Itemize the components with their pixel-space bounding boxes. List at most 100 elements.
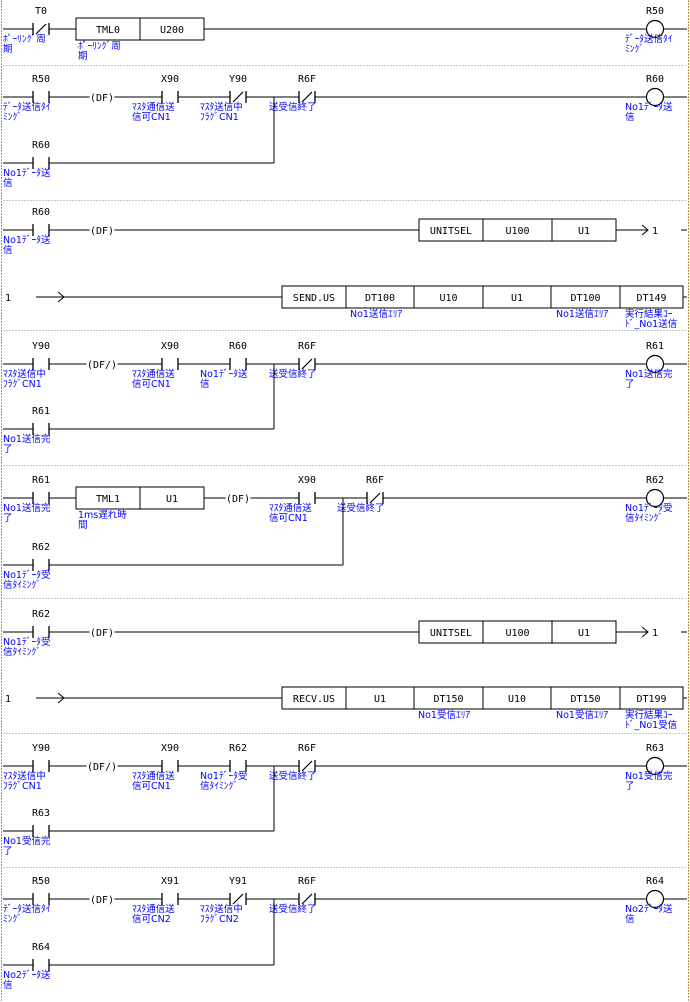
device-comment: No1受信ｴﾘｱ xyxy=(418,709,470,721)
device-label: X90 xyxy=(161,74,179,85)
device-comment: No1送信完 xyxy=(3,433,51,445)
device-comment: No1送信ｴﾘｱ xyxy=(556,308,608,320)
instruction-operand: U1 xyxy=(578,628,590,639)
device-label: R62 xyxy=(229,743,247,754)
device-comment: ﾏｽﾀ送信中 xyxy=(200,101,243,113)
differential-instruction[interactable]: (DF) xyxy=(88,625,116,639)
device-comment: ﾏｽﾀ送信中 xyxy=(3,368,46,380)
instruction-operand: U1 xyxy=(511,293,523,304)
device-comment: ﾎﾟｰﾘﾝｸﾞ周 xyxy=(78,41,121,52)
device-comment: ﾏｽﾀ送信中 xyxy=(3,770,46,782)
device-comment: No1送信ｴﾘｱ xyxy=(350,308,402,320)
device-comment: ﾌﾗｸﾞCN1 xyxy=(200,112,239,123)
device-label: X90 xyxy=(161,743,179,754)
differential-instruction[interactable]: (DF) xyxy=(88,90,116,104)
jump-in-label: 1 xyxy=(5,293,11,304)
instruction-operand: SEND.US xyxy=(293,293,335,304)
differential-instruction[interactable]: (DF) xyxy=(224,491,252,505)
device-label: R6F xyxy=(298,341,316,352)
device-label: R6F xyxy=(298,743,316,754)
device-label: R6F xyxy=(366,475,384,486)
device-comment: 実行結果ｺｰ xyxy=(625,709,673,721)
differential-instruction[interactable]: (DF) xyxy=(88,223,116,237)
device-comment: 信 xyxy=(625,913,635,925)
device-label: R64 xyxy=(646,876,664,887)
df-label: (DF/) xyxy=(87,360,117,371)
device-comment: ﾃﾞｰﾀ送信ﾀｲ xyxy=(625,33,673,45)
device-label: R50 xyxy=(32,876,50,887)
device-comment: ﾌﾗｸﾞCN1 xyxy=(3,781,42,792)
df-background xyxy=(88,625,116,639)
differential-instruction[interactable]: (DF) xyxy=(88,892,116,906)
device-comment: 了 xyxy=(3,513,13,524)
device-comment: ﾐﾝｸﾞ xyxy=(3,112,22,123)
device-comment: No1送信完 xyxy=(625,368,673,380)
device-comment: No1ﾃﾞｰﾀ受 xyxy=(625,502,672,514)
jump-output: 1 xyxy=(616,224,658,237)
device-comment: 信可CN1 xyxy=(269,512,308,524)
device-comment: ﾌﾗｸﾞCN1 xyxy=(3,379,42,390)
differential-instruction[interactable]: (DF/) xyxy=(85,357,119,371)
nc-contact[interactable]: R6F 送受信終了 xyxy=(269,743,317,782)
contact-slash-icon xyxy=(301,91,313,103)
device-comment: ﾎﾟｰﾘﾝｸﾞ周 xyxy=(3,34,46,45)
device-comment: No1ﾃﾞｰﾀ送 xyxy=(3,167,51,179)
device-comment: 信 xyxy=(3,177,13,189)
rung: R50ﾃﾞｰﾀ送信ﾀｲﾐﾝｸﾞ(DF)X90ﾏｽﾀ通信送信可CN1Y90ﾏｽﾀ送… xyxy=(3,65,687,189)
device-comment: 送受信終了 xyxy=(269,770,317,782)
arrow-right-icon xyxy=(57,291,65,303)
contact-slash-icon xyxy=(232,91,244,103)
device-comment: ﾏｽﾀ通信送 xyxy=(132,101,175,113)
device-label: Y90 xyxy=(32,341,50,352)
differential-instruction[interactable]: (DF/) xyxy=(85,759,119,773)
instruction-operand: DT199 xyxy=(636,694,666,705)
device-comment: ﾏｽﾀ送信中 xyxy=(200,903,243,915)
instruction-operand: DT100 xyxy=(365,293,395,304)
device-comment: 間 xyxy=(78,520,88,531)
contact-slash-icon xyxy=(301,893,313,905)
device-label: R60 xyxy=(229,341,247,352)
device-label: R63 xyxy=(32,808,50,819)
